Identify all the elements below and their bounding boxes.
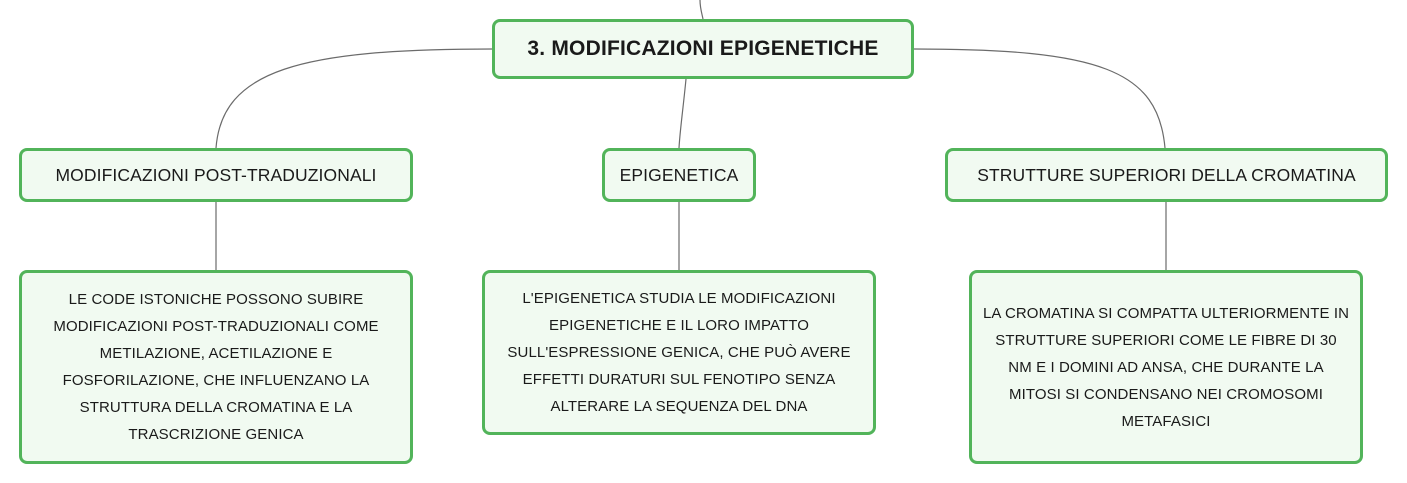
connector-root-to-topic-3 <box>913 48 1166 149</box>
detail-node-text: LE CODE ISTONICHE POSSONO SUBIRE MODIFIC… <box>53 291 379 443</box>
detail-node-text: L'EPIGENETICA STUDIA LE MODIFICAZIONI EP… <box>507 290 851 415</box>
topic-node-label: MODIFICAZIONI POST-TRADUZIONALI <box>55 164 377 185</box>
topic-node-epigenetics[interactable]: EPIGENETICA <box>602 148 756 202</box>
connector-root-to-topic-2 <box>678 78 687 149</box>
detail-node-text: LA CROMATINA SI COMPATTA ULTERIORMENTE I… <box>982 304 1350 430</box>
detail-node-post-translational-modifications[interactable]: LE CODE ISTONICHE POSSONO SUBIRE MODIFIC… <box>19 270 413 464</box>
detail-node-higher-chromatin-structures[interactable]: LA CROMATINA SI COMPATTA ULTERIORMENTE I… <box>969 270 1363 464</box>
topic-node-label: STRUTTURE SUPERIORI DELLA CROMATINA <box>977 164 1356 185</box>
detail-node-epigenetics[interactable]: L'EPIGENETICA STUDIA LE MODIFICAZIONI EP… <box>482 270 876 435</box>
topic-node-higher-chromatin-structures[interactable]: STRUTTURE SUPERIORI DELLA CROMATINA <box>945 148 1388 202</box>
connector-from-parent <box>699 0 704 20</box>
connector-root-to-topic-1 <box>215 48 493 149</box>
topic-node-label: EPIGENETICA <box>619 164 739 185</box>
root-node[interactable]: 3. MODIFICAZIONI EPIGENETICHE <box>492 19 914 79</box>
root-node-label: 3. MODIFICAZIONI EPIGENETICHE <box>527 37 879 60</box>
topic-node-post-translational-modifications[interactable]: MODIFICAZIONI POST-TRADUZIONALI <box>19 148 413 202</box>
